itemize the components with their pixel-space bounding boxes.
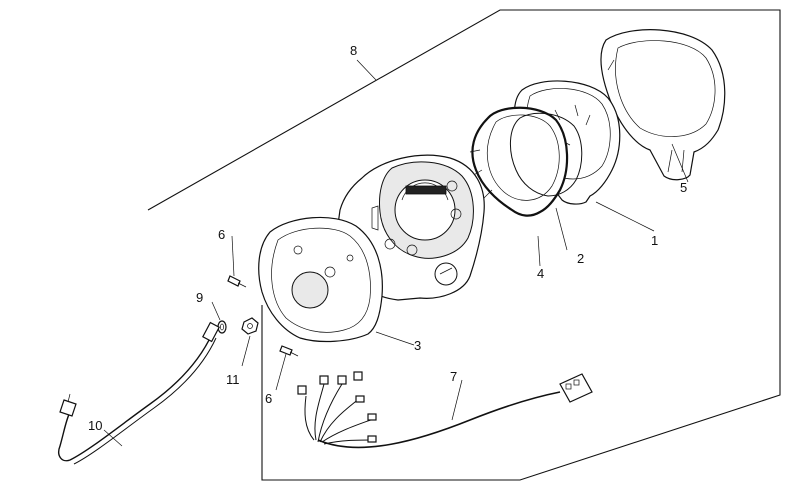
- assembly-frame: [147, 9, 781, 481]
- speedometer-cable-part: [58, 321, 220, 465]
- callout-2: 2: [577, 251, 584, 266]
- callout-6-upper: 6: [218, 227, 225, 242]
- screw-lower-part: [279, 345, 299, 357]
- nut-part: [241, 317, 259, 335]
- callout-7: 7: [450, 369, 457, 384]
- callout-8: 8: [350, 43, 357, 58]
- callout-3: 3: [414, 338, 421, 353]
- callout-4: 4: [537, 266, 544, 281]
- fuel-gauge: [434, 262, 458, 286]
- callout-9: 9: [196, 290, 203, 305]
- screw-upper-part: [227, 275, 247, 288]
- odometer-window: [405, 185, 447, 195]
- callout-10: 10: [88, 418, 102, 433]
- gasket-ring-part: [469, 106, 569, 217]
- outer-bezel-part: [600, 29, 726, 181]
- callout-labels: 8 5 1 2 4 3 6 6 7 9 10 11: [88, 43, 687, 433]
- wiring-harness-part: [297, 371, 593, 449]
- callout-1: 1: [651, 233, 658, 248]
- leader-lines: [103, 59, 689, 447]
- speedometer-dial: [394, 179, 456, 241]
- inner-ring-part: [510, 112, 583, 197]
- rear-housing-part: [258, 216, 383, 343]
- callout-6-lower: 6: [265, 391, 272, 406]
- callout-5: 5: [680, 180, 687, 195]
- callout-11: 11: [226, 372, 240, 387]
